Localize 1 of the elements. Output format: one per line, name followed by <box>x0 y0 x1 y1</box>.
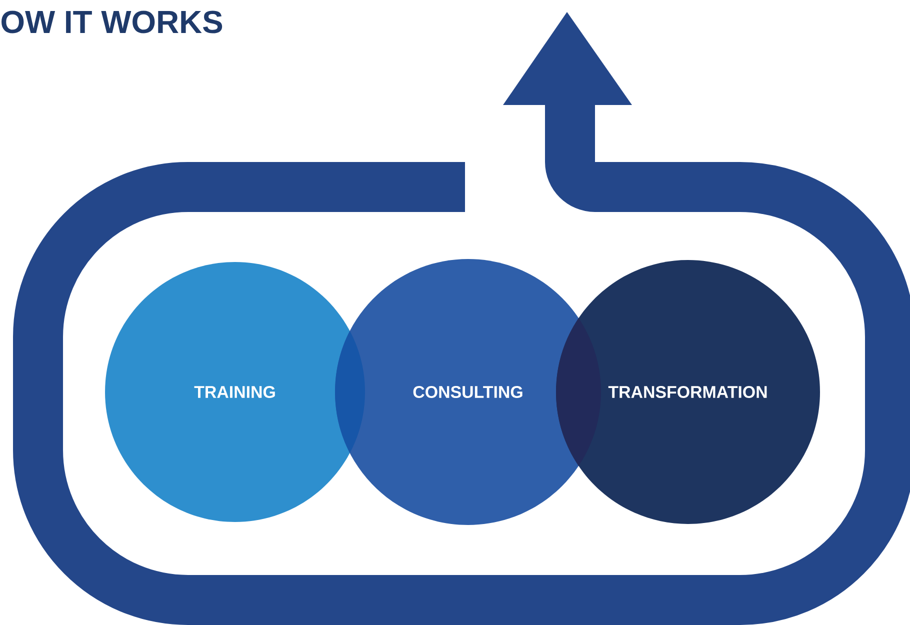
title: OW IT WORKS <box>2 10 222 34</box>
